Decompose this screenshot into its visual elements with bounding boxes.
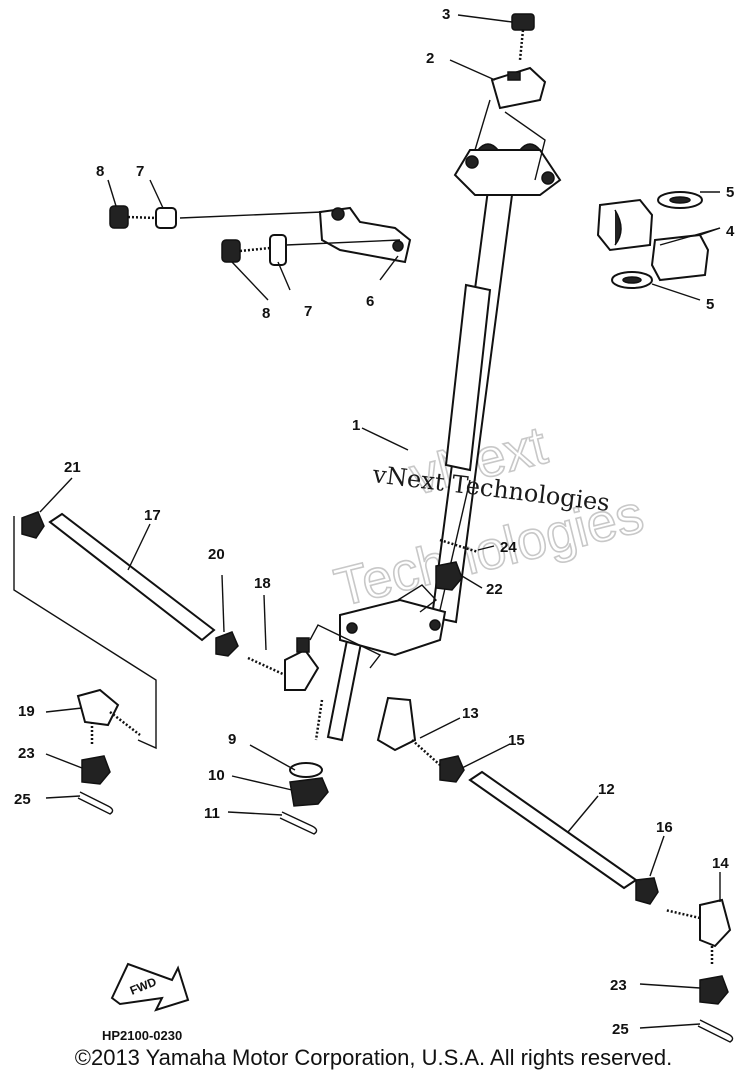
callout-8-lower: 8 xyxy=(262,305,270,322)
callout-12: 12 xyxy=(598,781,615,798)
callout-19: 19 xyxy=(18,703,35,720)
pin-24 xyxy=(439,538,479,554)
tie-rod-left xyxy=(48,512,216,642)
castle-nut-22 xyxy=(435,561,463,591)
bushing-set xyxy=(596,198,710,282)
nut-20 xyxy=(215,631,239,657)
callout-6: 6 xyxy=(366,293,374,310)
fwd-arrow-icon: FWD xyxy=(110,962,190,1012)
callout-25-left: 25 xyxy=(14,791,31,808)
callout-8-upper: 8 xyxy=(96,163,104,180)
castle-nut-10 xyxy=(289,777,329,807)
steering-arm xyxy=(318,206,412,264)
callout-15: 15 xyxy=(508,732,525,749)
callout-25-right: 25 xyxy=(612,1021,629,1038)
callout-7-lower: 7 xyxy=(304,303,312,320)
callout-16: 16 xyxy=(656,819,673,836)
callout-5-upper: 5 xyxy=(726,184,734,201)
callout-2: 2 xyxy=(426,50,434,67)
bolt-top xyxy=(511,13,535,61)
bolt-arm-lower xyxy=(221,239,241,263)
nut-23-right xyxy=(699,975,729,1005)
cotter-pin-25-right xyxy=(697,1019,734,1043)
nut-15 xyxy=(439,755,465,783)
callout-labels: 1 2 3 4 5 5 6 7 7 8 8 9 10 11 12 13 14 1… xyxy=(14,6,735,1038)
cotter-pin-11 xyxy=(279,811,318,835)
tie-rod-end-18 xyxy=(247,637,320,691)
callout-18: 18 xyxy=(254,575,271,592)
steering-column xyxy=(314,143,562,742)
callout-3: 3 xyxy=(442,6,450,23)
reference-code: HP2100-0230 xyxy=(102,1028,182,1043)
nut-23-left xyxy=(81,755,111,785)
callout-23-left: 23 xyxy=(18,745,35,762)
callout-1: 1 xyxy=(352,417,360,434)
callout-20: 20 xyxy=(208,546,225,563)
callout-5-lower: 5 xyxy=(706,296,714,313)
callout-7-upper: 7 xyxy=(136,163,144,180)
callout-9: 9 xyxy=(228,731,236,748)
cotter-pin-25-left xyxy=(77,791,114,815)
washer-9 xyxy=(289,762,323,778)
callout-4: 4 xyxy=(726,223,735,240)
callout-13: 13 xyxy=(462,705,479,722)
nut-16 xyxy=(635,877,659,905)
callout-11: 11 xyxy=(204,805,220,822)
callout-24: 24 xyxy=(500,539,517,556)
lock-washer-lower xyxy=(269,234,287,266)
callout-14: 14 xyxy=(712,855,729,872)
bolt-arm-upper xyxy=(109,205,129,229)
tie-rod-end-13 xyxy=(376,696,441,766)
callout-17: 17 xyxy=(144,507,161,524)
callout-10: 10 xyxy=(208,767,225,784)
tie-rod-end-14 xyxy=(664,898,732,965)
lock-washer-upper xyxy=(155,207,177,229)
callout-23-right: 23 xyxy=(610,977,627,994)
callout-22: 22 xyxy=(486,581,503,598)
tie-rod-end-19 xyxy=(76,688,141,745)
holder-clamp xyxy=(490,66,547,110)
callout-21: 21 xyxy=(64,459,81,476)
nut-21 xyxy=(21,511,45,539)
copyright-notice: ©2013 Yamaha Motor Corporation, U.S.A. A… xyxy=(74,1045,673,1070)
